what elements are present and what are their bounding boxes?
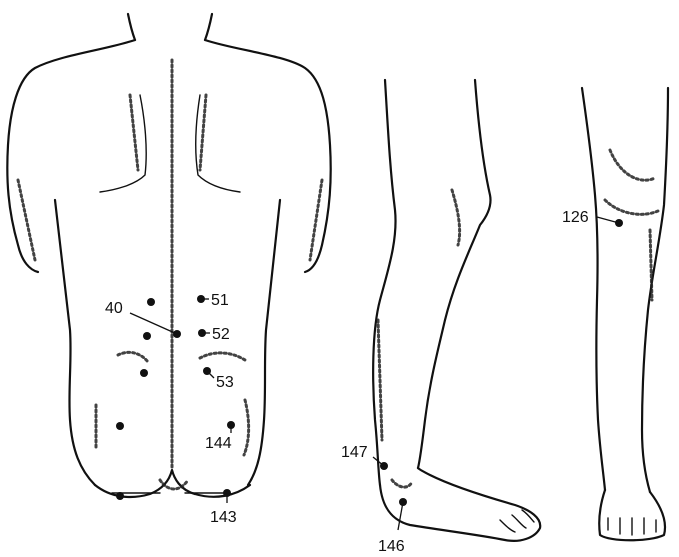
right-lower-shade — [244, 400, 249, 455]
acupoints — [116, 219, 623, 506]
label-51: 51 — [211, 292, 229, 309]
label-143: 143 — [210, 509, 237, 526]
leader-40 — [130, 313, 177, 334]
neck-outline — [128, 14, 135, 40]
calf-shade — [378, 320, 382, 440]
neck-outline-right — [205, 14, 212, 40]
front-leg-right-contour — [642, 88, 668, 492]
front-leg-left-contour — [582, 88, 605, 490]
point-labels: 40 51 52 53 144 143 147 146 126 — [105, 209, 589, 555]
shin-front-shade — [650, 230, 652, 300]
ankle-shade — [392, 480, 412, 487]
right-hip-shade — [200, 353, 245, 360]
right-back-contour — [205, 40, 331, 272]
side-leg-figure — [373, 80, 540, 541]
front-leg-figure — [582, 88, 668, 540]
side-leg-back-contour — [418, 80, 491, 468]
label-144: 144 — [205, 435, 232, 452]
toes-lines — [500, 510, 534, 532]
left-torso-side — [55, 200, 95, 485]
leader-lines — [130, 217, 619, 530]
point-left-143 — [116, 492, 124, 500]
label-147: 147 — [341, 444, 368, 461]
left-arm-shade — [18, 180, 35, 260]
right-scapula-shade — [200, 95, 206, 170]
leader-146 — [398, 502, 403, 530]
shin-shade — [452, 190, 460, 245]
point-left-upper — [147, 298, 155, 306]
point-left-52 — [143, 332, 151, 340]
left-back-contour — [7, 40, 135, 272]
front-toes — [608, 518, 656, 535]
point-left-53 — [140, 369, 148, 377]
label-146: 146 — [378, 538, 405, 555]
side-leg-front-contour — [373, 80, 395, 485]
left-scapula — [100, 95, 146, 192]
left-hip-shade — [118, 352, 148, 362]
label-126: 126 — [562, 209, 589, 226]
leader-126 — [597, 217, 619, 223]
knee-shade-lower — [605, 200, 660, 214]
right-torso-side — [248, 200, 280, 485]
point-left-144 — [116, 422, 124, 430]
left-scapula-shade — [130, 95, 138, 170]
label-52: 52 — [212, 326, 230, 343]
knee-shade — [610, 150, 655, 180]
label-40: 40 — [105, 300, 123, 317]
label-53: 53 — [216, 374, 234, 391]
back-view-figure — [7, 14, 330, 497]
